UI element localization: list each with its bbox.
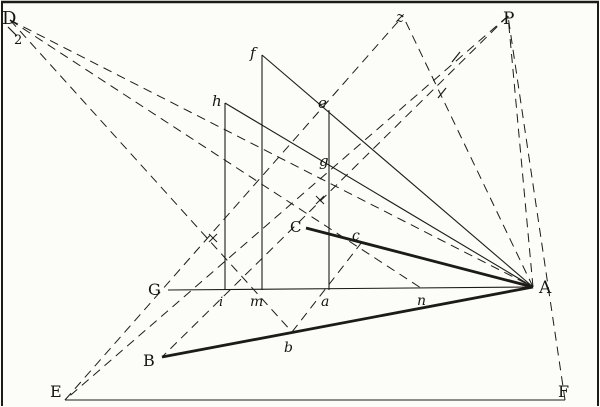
point-label-g: g <box>319 152 329 170</box>
point-label-h: h <box>212 92 222 110</box>
point-label-e: e <box>318 94 327 112</box>
tick-mark-3 <box>437 87 447 99</box>
point-label-P: P <box>503 9 514 29</box>
tick-mark-2 <box>451 51 461 63</box>
point-label-c: c <box>352 228 360 244</box>
dashed-line-c-b <box>291 241 363 333</box>
dashed-line-E-z <box>64 15 404 401</box>
point-label-f: f <box>249 44 258 62</box>
point-label-D: D <box>2 8 16 29</box>
dashed-line-A-P <box>507 15 534 288</box>
solid-line-f-A <box>261 54 534 288</box>
point-label-a: a <box>321 294 329 310</box>
point-label-G: G <box>148 280 161 299</box>
cross-mark-1 <box>208 233 218 243</box>
point-label-n: n <box>417 293 426 309</box>
point-label-C: C <box>290 218 301 236</box>
point-label-z: z <box>395 8 404 26</box>
point-label-b: b <box>284 340 293 356</box>
cross-mark-2 <box>315 195 325 205</box>
dashed-line-D-b <box>9 19 293 333</box>
tick-mark-1 <box>7 26 18 37</box>
dashed-line-F-P <box>507 15 566 401</box>
solid-line-G-A <box>167 286 534 291</box>
point-label-i: i <box>219 295 223 310</box>
dashed-line-P-B <box>161 15 509 358</box>
thick-line-B-A <box>161 285 534 359</box>
point-label-2: 2 <box>14 33 22 48</box>
point-label-E: E <box>50 382 62 401</box>
dashed-line-A-z <box>402 15 534 288</box>
point-label-B: B <box>143 351 155 370</box>
dashed-line-D-A <box>9 19 534 288</box>
solid-line-h-A <box>224 102 534 288</box>
thick-line-C-A <box>305 226 534 289</box>
point-label-m: m <box>250 294 263 310</box>
point-label-F: F <box>558 382 569 401</box>
dashed-line-D-n <box>9 19 425 291</box>
point-label-A: A <box>538 278 552 298</box>
